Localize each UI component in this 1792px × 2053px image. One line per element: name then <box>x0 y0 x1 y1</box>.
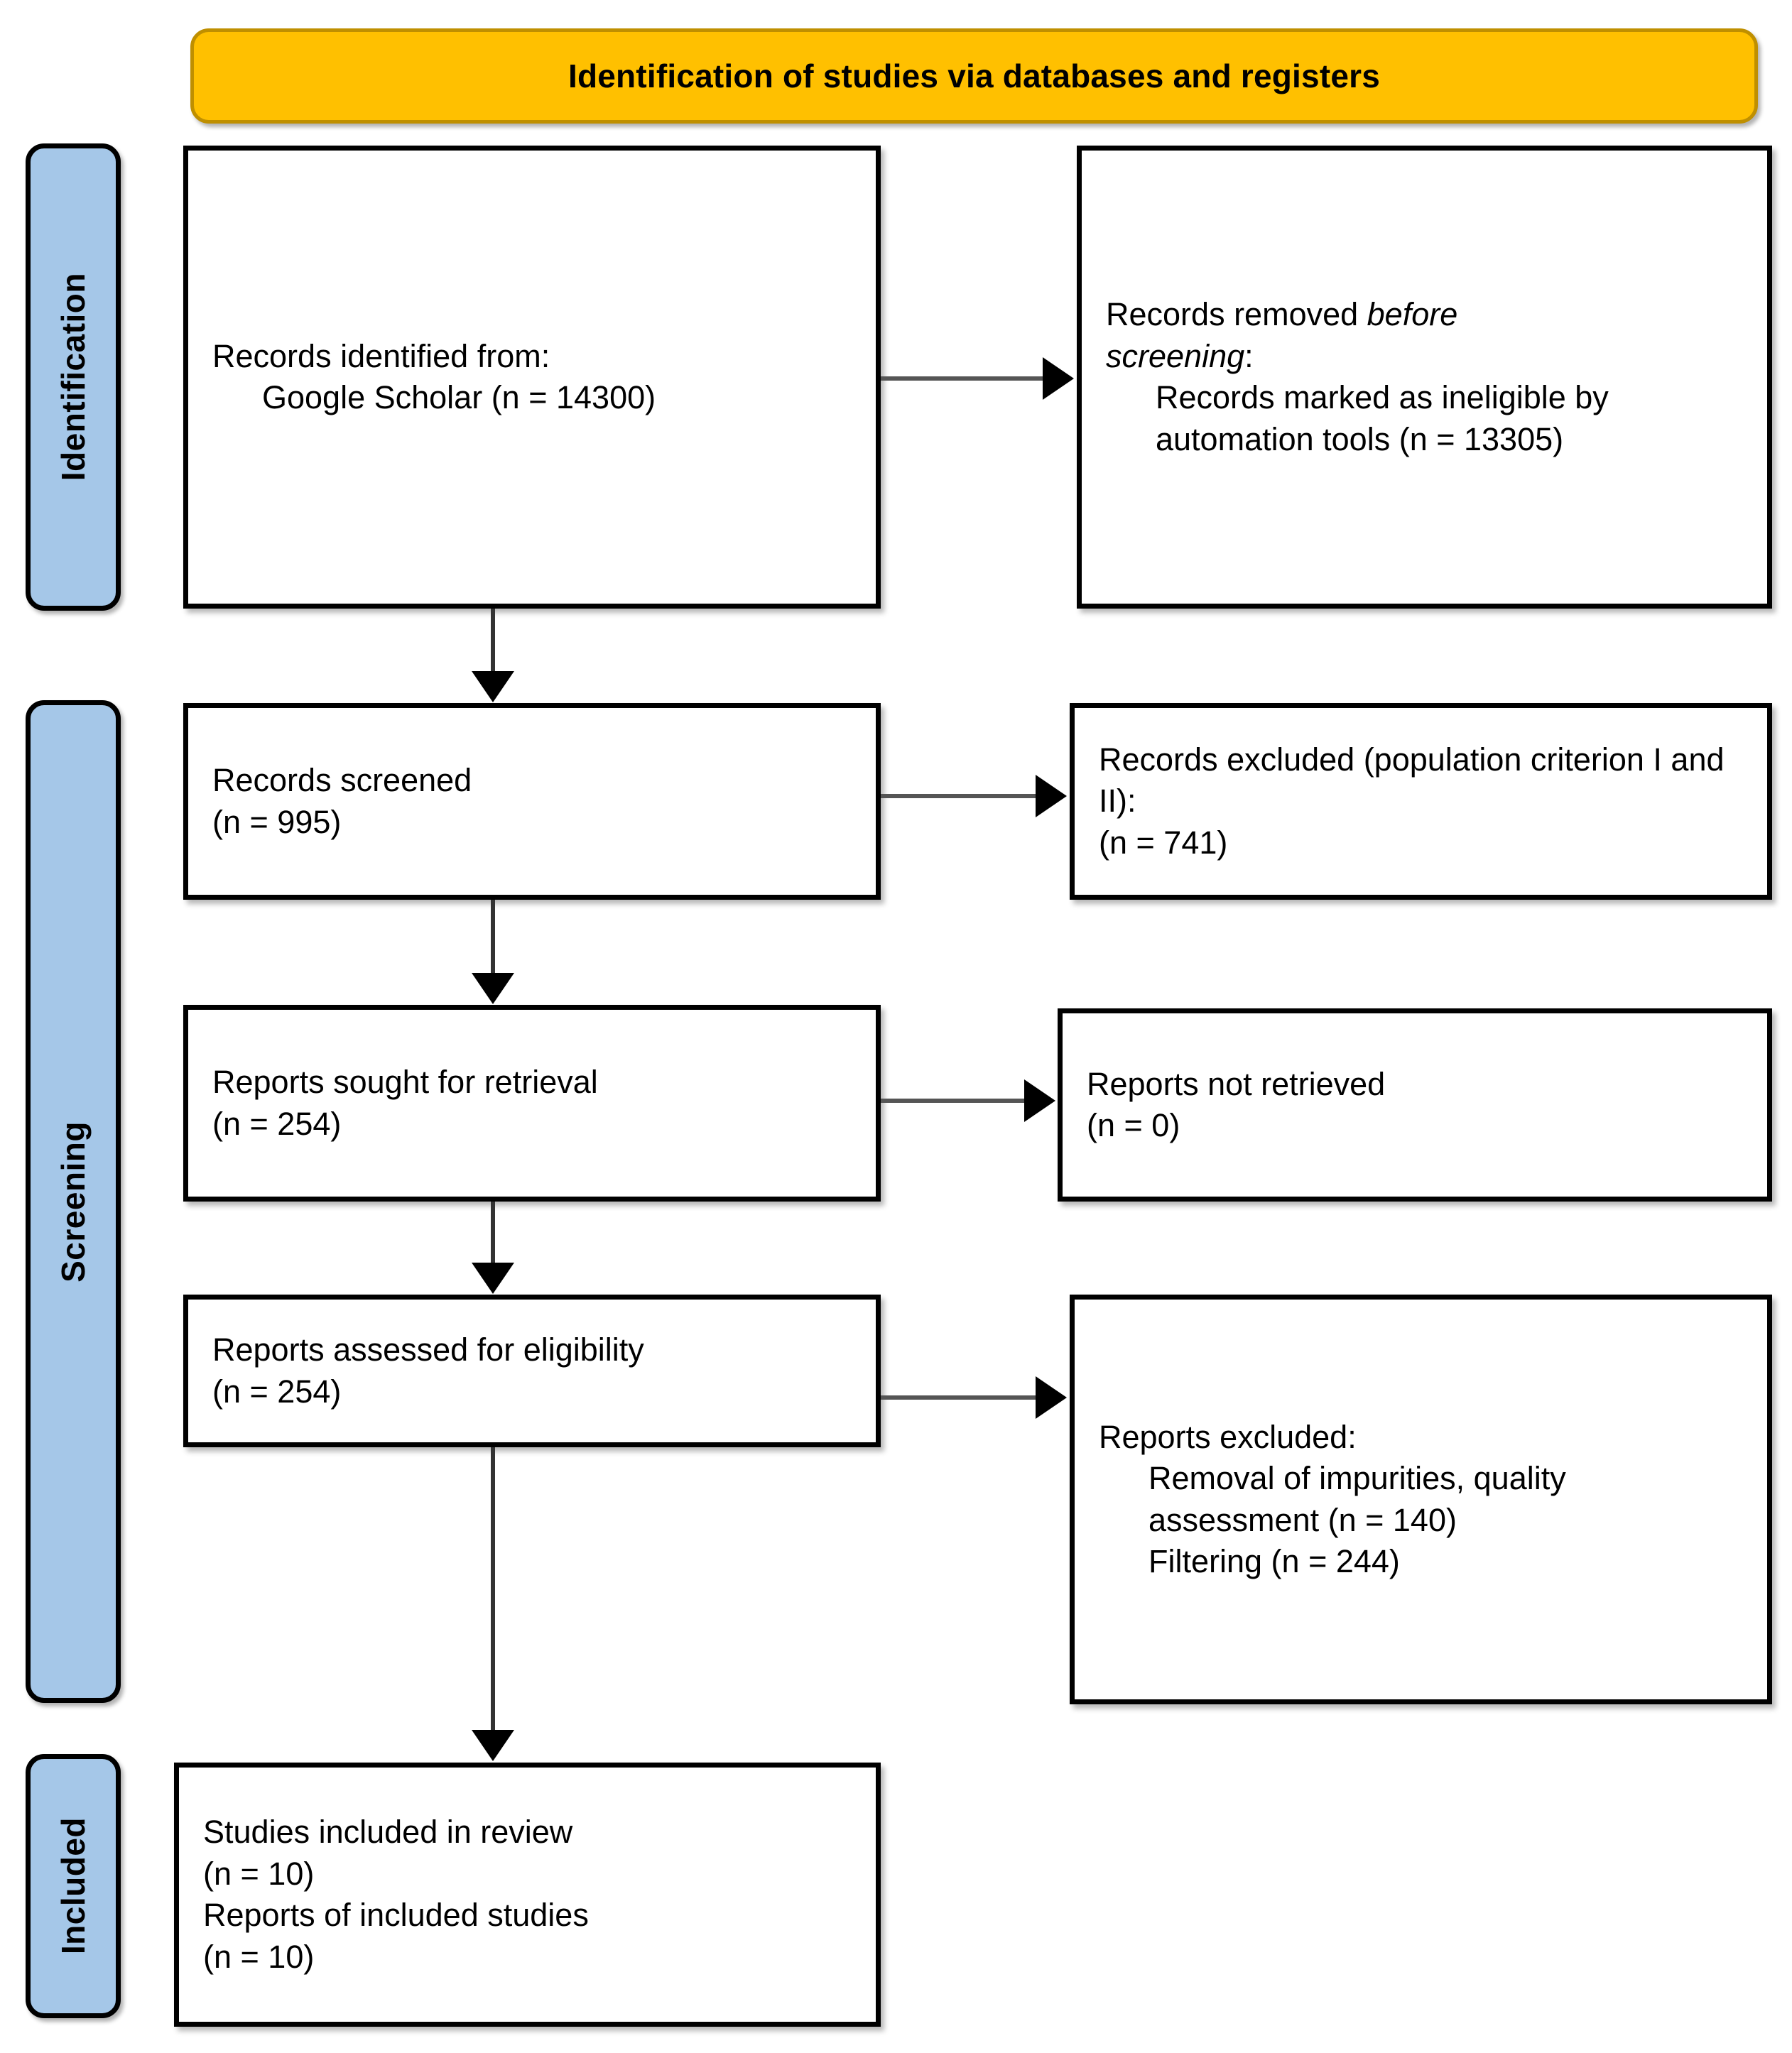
reports-not-retrieved-line2: (n = 0) <box>1087 1107 1180 1143</box>
studies-included-line3: Reports of included studies <box>203 1897 589 1933</box>
connector-screened-to-sought-arrowhead-icon <box>472 973 514 1004</box>
reports-excluded-line3: Filtering (n = 244) <box>1148 1543 1400 1579</box>
stage-tab-included: Included <box>26 1754 121 2018</box>
stage-tab-screening-label: Screening <box>55 1121 92 1283</box>
stage-tab-identification: Identification <box>26 143 121 611</box>
studies-included-line2: (n = 10) <box>203 1855 315 1892</box>
records-excluded-population-line1: Records excluded (population criterion I… <box>1099 741 1725 819</box>
records-excluded-population-line2: (n = 741) <box>1099 824 1228 861</box>
diagram-header-banner: Identification of studies via databases … <box>190 28 1758 124</box>
box-reports-excluded: Reports excluded: Removal of impurities,… <box>1070 1295 1772 1704</box>
connector-assessed-to-excludedreports-line <box>881 1395 1038 1400</box>
connector-assessed-to-excludedreports-arrowhead-icon <box>1036 1376 1067 1419</box>
connector-sought-to-notretrieved-arrowhead-icon <box>1024 1079 1055 1122</box>
records-screened-line2: (n = 995) <box>212 803 342 840</box>
box-records-removed: Records removed before screening: Record… <box>1077 146 1772 609</box>
connector-identified-to-screened-arrowhead-icon <box>472 671 514 702</box>
records-removed-before-italic: before <box>1367 296 1458 332</box>
connector-assessed-to-included-arrowhead-icon <box>472 1730 514 1761</box>
connector-sought-to-notretrieved-line <box>881 1099 1027 1103</box>
connector-screened-to-excluded-line <box>881 794 1038 798</box>
studies-included-line1: Studies included in review <box>203 1814 573 1850</box>
reports-excluded-line2: Removal of impurities, quality assessmen… <box>1148 1460 1566 1538</box>
records-removed-line3: Records marked as ineligible by automati… <box>1156 379 1609 457</box>
stage-tab-screening: Screening <box>26 700 121 1703</box>
reports-assessed-line1: Reports assessed for eligibility <box>212 1332 644 1368</box>
stage-tab-included-label: Included <box>55 1817 92 1955</box>
records-identified-line1: Records identified from: <box>212 337 550 374</box>
connector-identified-to-screened-line <box>491 609 495 672</box>
box-studies-included-text: Studies included in review (n = 10) Repo… <box>179 1812 876 1978</box>
connector-assessed-to-included-line <box>491 1447 495 1731</box>
box-records-identified: Records identified from: Google Scholar … <box>183 146 881 609</box>
connector-sought-to-assessed-line <box>491 1202 495 1264</box>
box-reports-excluded-text: Reports excluded: Removal of impurities,… <box>1075 1417 1767 1583</box>
box-reports-sought: Reports sought for retrieval (n = 254) <box>183 1005 881 1202</box>
box-reports-not-retrieved-text: Reports not retrieved (n = 0) <box>1063 1064 1767 1147</box>
records-removed-colon: : <box>1244 337 1254 374</box>
reports-sought-line1: Reports sought for retrieval <box>212 1064 598 1100</box>
connector-screened-to-sought-line <box>491 900 495 974</box>
reports-sought-line2: (n = 254) <box>212 1105 342 1142</box>
box-reports-assessed-text: Reports assessed for eligibility (n = 25… <box>188 1329 876 1412</box>
box-studies-included: Studies included in review (n = 10) Repo… <box>174 1763 881 2027</box>
box-reports-assessed: Reports assessed for eligibility (n = 25… <box>183 1295 881 1447</box>
studies-included-line4: (n = 10) <box>203 1938 315 1975</box>
box-records-screened: Records screened (n = 995) <box>183 703 881 900</box>
box-reports-not-retrieved: Reports not retrieved (n = 0) <box>1058 1008 1772 1202</box>
diagram-title: Identification of studies via databases … <box>568 57 1381 94</box>
connector-identified-to-removed-line <box>881 376 1046 381</box>
stage-tab-identification-label: Identification <box>55 273 92 481</box>
box-records-screened-text: Records screened (n = 995) <box>188 760 876 843</box>
box-records-identified-text: Records identified from: Google Scholar … <box>188 336 876 419</box>
reports-assessed-line2: (n = 254) <box>212 1373 342 1410</box>
records-screened-line1: Records screened <box>212 762 472 798</box>
records-removed-screening-italic: screening <box>1106 337 1245 374</box>
connector-identified-to-removed-arrowhead-icon <box>1043 357 1074 400</box>
box-reports-sought-text: Reports sought for retrieval (n = 254) <box>188 1062 876 1145</box>
connector-screened-to-excluded-arrowhead-icon <box>1036 775 1067 817</box>
records-identified-line2: Google Scholar (n = 14300) <box>262 379 656 415</box>
box-records-removed-text: Records removed before screening: Record… <box>1082 294 1767 460</box>
records-removed-line1: Records removed <box>1106 296 1367 332</box>
box-records-excluded-population: Records excluded (population criterion I… <box>1070 703 1772 900</box>
reports-not-retrieved-line1: Reports not retrieved <box>1087 1065 1386 1102</box>
connector-sought-to-assessed-arrowhead-icon <box>472 1263 514 1294</box>
box-records-excluded-population-text: Records excluded (population criterion I… <box>1075 739 1767 864</box>
reports-excluded-line1: Reports excluded: <box>1099 1418 1357 1455</box>
